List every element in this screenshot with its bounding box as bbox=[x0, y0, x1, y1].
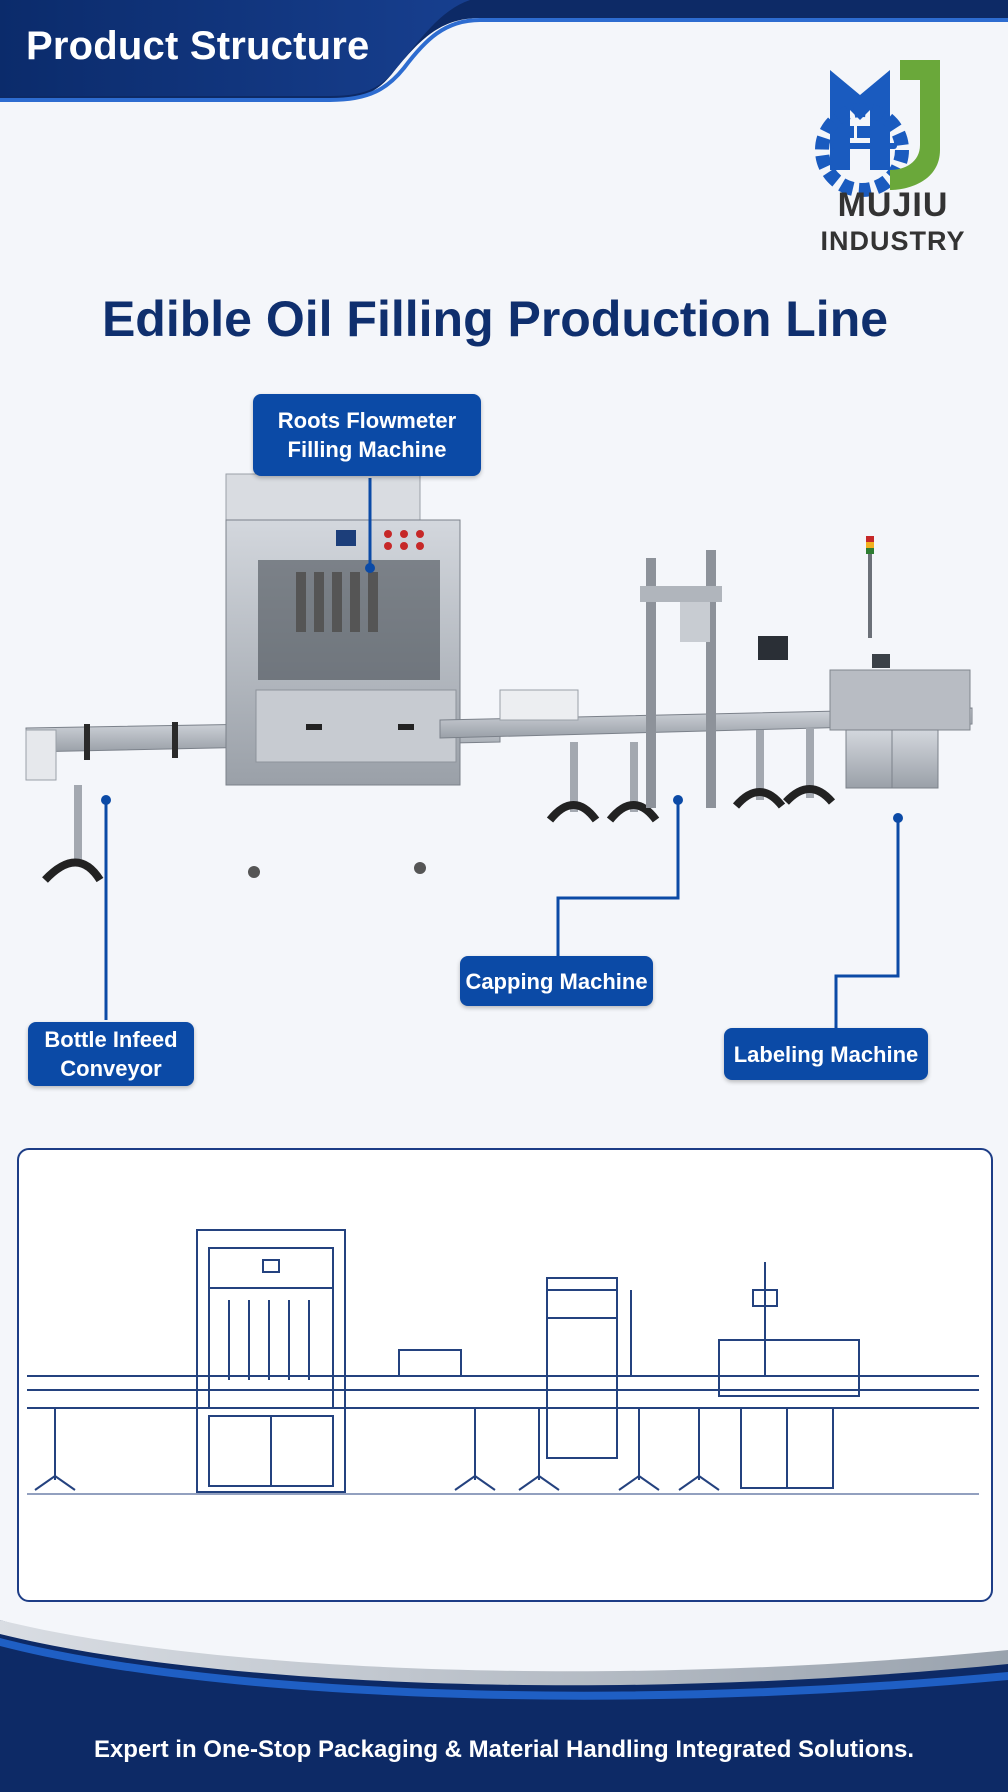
callout-filling-line2: Filling Machine bbox=[287, 437, 447, 462]
production-line-illustration bbox=[25, 473, 973, 883]
technical-drawing-panel bbox=[17, 1148, 993, 1602]
filling-machine bbox=[225, 473, 461, 878]
callout-infeed-line2: Conveyor bbox=[60, 1056, 162, 1081]
capping-machine bbox=[640, 550, 788, 808]
callout-infeed-conveyor: Bottle Infeed Conveyor bbox=[28, 1022, 194, 1086]
callout-labeling-machine: Labeling Machine bbox=[724, 1028, 928, 1080]
labeling-machine bbox=[829, 536, 971, 789]
footer-banner bbox=[0, 1620, 1008, 1792]
brand-name: MUJIU bbox=[837, 186, 949, 224]
header-banner bbox=[0, 0, 1008, 102]
callout-filling-line1: Roots Flowmeter bbox=[277, 408, 457, 433]
callout-filling-machine: Roots Flowmeter Filling Machine bbox=[253, 394, 481, 476]
callout-infeed-line1: Bottle Infeed bbox=[44, 1027, 178, 1052]
page-title: Product Structure bbox=[26, 24, 370, 68]
brand-subtitle: INDUSTRY bbox=[820, 226, 966, 256]
line-drawing bbox=[27, 1229, 979, 1495]
mujiu-m-logo-icon bbox=[815, 60, 940, 197]
main-title: Edible Oil Filling Production Line bbox=[101, 291, 889, 347]
callout-capping-machine: Capping Machine bbox=[460, 956, 653, 1006]
footer-tagline: Expert in One-Stop Packaging & Material … bbox=[93, 1736, 915, 1763]
